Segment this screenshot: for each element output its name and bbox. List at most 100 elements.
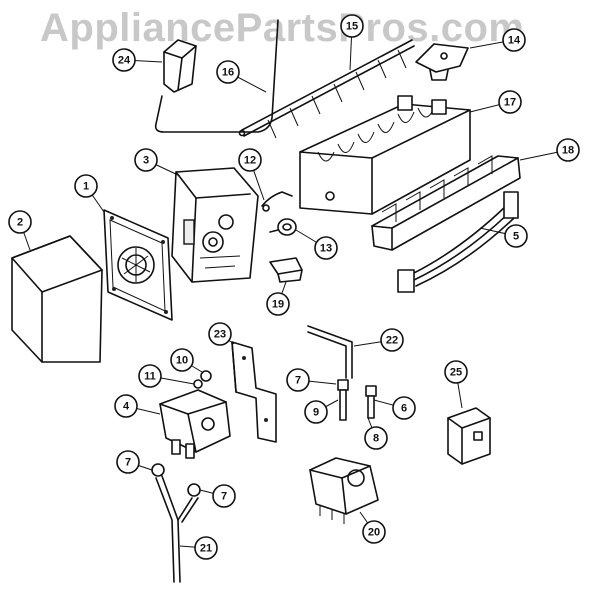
callout-circle xyxy=(392,396,416,420)
callout-label: 12 xyxy=(244,155,256,167)
callout-circle xyxy=(116,450,140,474)
callout-circle xyxy=(170,348,194,372)
part-shutoff-arm xyxy=(154,19,279,133)
callout-circle xyxy=(380,328,404,352)
part-stripper xyxy=(371,155,521,251)
callout-24: 24 xyxy=(112,48,136,72)
part-cover-box xyxy=(11,235,103,363)
part-connector xyxy=(447,407,491,465)
callout-14: 14 xyxy=(502,28,526,52)
callout-10: 10 xyxy=(170,348,194,372)
callout-label: 7 xyxy=(221,491,227,503)
callout-label: 10 xyxy=(176,355,188,367)
callout-13: 13 xyxy=(314,236,338,260)
callout-circle xyxy=(134,148,158,172)
callout-8: 8 xyxy=(364,426,388,450)
callout-label: 8 xyxy=(373,433,379,445)
callout-11: 11 xyxy=(138,364,162,388)
part-compression-nuts xyxy=(151,463,201,497)
callout-2: 2 xyxy=(8,210,32,234)
part-switch xyxy=(163,39,197,93)
callout-7: 7 xyxy=(286,368,310,392)
callout-circle xyxy=(556,138,580,162)
part-ice-mold xyxy=(299,95,471,215)
callout-label: 4 xyxy=(123,401,130,413)
callout-25: 25 xyxy=(444,360,468,384)
callout-circle xyxy=(364,426,388,450)
part-ejector-blade xyxy=(238,39,415,139)
callout-layer: 1234567778910111213141516171819202122232… xyxy=(8,14,580,560)
callout-label: 16 xyxy=(222,67,234,79)
callout-label: 7 xyxy=(295,375,301,387)
callout-label: 22 xyxy=(386,335,398,347)
callout-circle xyxy=(498,90,522,114)
part-motor-housing xyxy=(171,167,259,283)
callout-circle xyxy=(112,48,136,72)
callout-20: 20 xyxy=(362,520,386,544)
callout-1: 1 xyxy=(74,174,98,198)
callout-label: 2 xyxy=(17,217,23,229)
callout-circle xyxy=(74,174,98,198)
callout-7: 7 xyxy=(116,450,140,474)
callout-circle xyxy=(212,484,236,508)
callout-label: 9 xyxy=(313,407,319,419)
callout-label: 7 xyxy=(125,457,131,469)
callout-circle xyxy=(114,394,138,418)
callout-label: 24 xyxy=(118,55,131,67)
callout-19: 19 xyxy=(266,292,290,316)
callout-12: 12 xyxy=(238,148,262,172)
callout-label: 23 xyxy=(214,329,226,341)
part-screws xyxy=(337,379,377,421)
part-mounting-bracket xyxy=(231,341,277,443)
part-bracket xyxy=(269,257,303,283)
callout-circle xyxy=(504,224,528,248)
part-water-valve xyxy=(159,389,231,459)
callout-circle xyxy=(444,360,468,384)
callout-circle xyxy=(362,520,386,544)
callout-circle xyxy=(138,364,162,388)
callout-15: 15 xyxy=(340,14,364,38)
callout-circle xyxy=(314,236,338,260)
callout-label: 25 xyxy=(450,367,462,379)
part-solenoid xyxy=(309,457,379,524)
callout-circle xyxy=(502,28,526,52)
part-mounting-plate xyxy=(103,209,173,321)
callout-label: 6 xyxy=(401,403,407,415)
callout-circle xyxy=(194,536,218,560)
callout-label: 5 xyxy=(513,231,519,243)
part-lever-and-thermostat xyxy=(261,191,297,236)
callout-circle xyxy=(238,148,262,172)
callout-16: 16 xyxy=(216,60,240,84)
callout-7: 7 xyxy=(212,484,236,508)
callout-circle xyxy=(266,292,290,316)
callout-label: 21 xyxy=(200,543,212,555)
part-fill-tube xyxy=(307,325,353,379)
callout-18: 18 xyxy=(556,138,580,162)
callout-6: 6 xyxy=(392,396,416,420)
callout-21: 21 xyxy=(194,536,218,560)
callout-17: 17 xyxy=(498,90,522,114)
callout-label: 20 xyxy=(368,527,380,539)
callout-circle xyxy=(304,400,328,424)
callout-23: 23 xyxy=(208,322,232,346)
callout-label: 14 xyxy=(508,35,521,47)
part-y-tube xyxy=(155,475,199,583)
callout-circle xyxy=(208,322,232,346)
callout-label: 18 xyxy=(562,145,574,157)
part-retainer-clip xyxy=(415,43,469,81)
part-nut-washer xyxy=(193,370,212,389)
callout-label: 1 xyxy=(83,181,89,193)
callout-label: 3 xyxy=(143,155,149,167)
part-wire-harness xyxy=(397,191,519,293)
callout-circle xyxy=(340,14,364,38)
watermark: AppliancePartsPros.com xyxy=(40,6,525,50)
callout-label: 15 xyxy=(346,21,358,33)
callout-label: 13 xyxy=(320,243,332,255)
callout-circle xyxy=(286,368,310,392)
callout-3: 3 xyxy=(134,148,158,172)
callout-4: 4 xyxy=(114,394,138,418)
callout-circle xyxy=(8,210,32,234)
callout-label: 11 xyxy=(144,371,156,383)
